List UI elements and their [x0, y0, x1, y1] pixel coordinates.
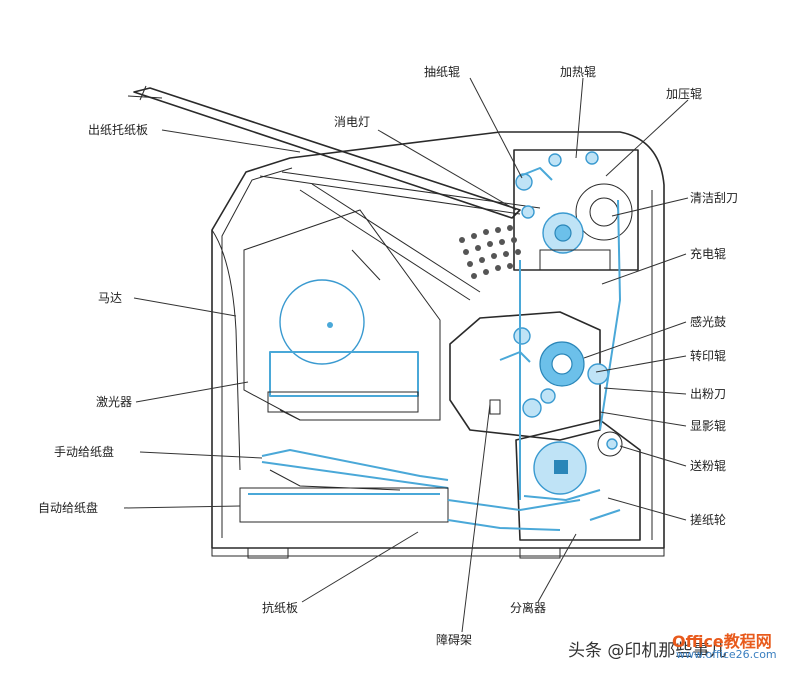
label-transfer-roller: 转印辊: [690, 348, 726, 363]
label-pickup-roller-top: 抽纸辊: [424, 65, 460, 79]
label-separator: 分离器: [510, 600, 546, 615]
label-cleaning-blade: 清洁刮刀: [690, 191, 738, 205]
heat-dots: [459, 225, 521, 279]
label-toner-roller: 送粉辊: [690, 458, 726, 473]
label-heat-roller: 加热辊: [560, 65, 596, 79]
paper-trays: [239, 449, 581, 531]
labels: 出纸托纸板 抽纸辊 加热辊 加压辊 消电灯 清洁刮刀 充电辊 马达 感光鼓 转印…: [38, 65, 738, 647]
label-manual-tray: 手动给纸盘: [54, 444, 114, 459]
label-charge-roller: 充电辊: [690, 246, 726, 261]
label-drum: 感光鼓: [690, 314, 726, 329]
leader-lines: [123, 77, 689, 633]
label-separation-pad: 抗纸板: [262, 600, 298, 615]
watermark-author: 头条 @印机那些事儿: [568, 641, 727, 661]
developer-section: [515, 419, 641, 541]
label-auto-tray: 自动给纸盘: [38, 500, 98, 515]
paper-path: [519, 199, 621, 500]
label-feed-wheel: 搓纸轮: [690, 512, 726, 527]
label-doctor-blade: 出粉刀: [690, 387, 726, 401]
label-pressure-roller: 加压辊: [666, 87, 702, 101]
laser-scanner-unit: [243, 209, 441, 421]
label-output-tray: 出纸托纸板: [88, 123, 148, 137]
label-motor: 马达: [98, 291, 122, 305]
cartridge-unit: [449, 311, 609, 441]
label-erase-lamp: 消电灯: [334, 115, 370, 129]
label-developer-roller: 显影辊: [690, 419, 726, 433]
watermark-url: www.office26.com: [676, 648, 777, 661]
watermark: 头条 @印机那些事儿 Office教程网 www.office26.com: [566, 626, 792, 670]
scan-path-lines: [299, 183, 481, 301]
output-tray-board: [127, 85, 521, 219]
label-fault-frame: 障碍架: [436, 632, 472, 647]
watermark-brand: Office教程网: [672, 632, 772, 651]
label-laser: 激光器: [96, 395, 132, 409]
